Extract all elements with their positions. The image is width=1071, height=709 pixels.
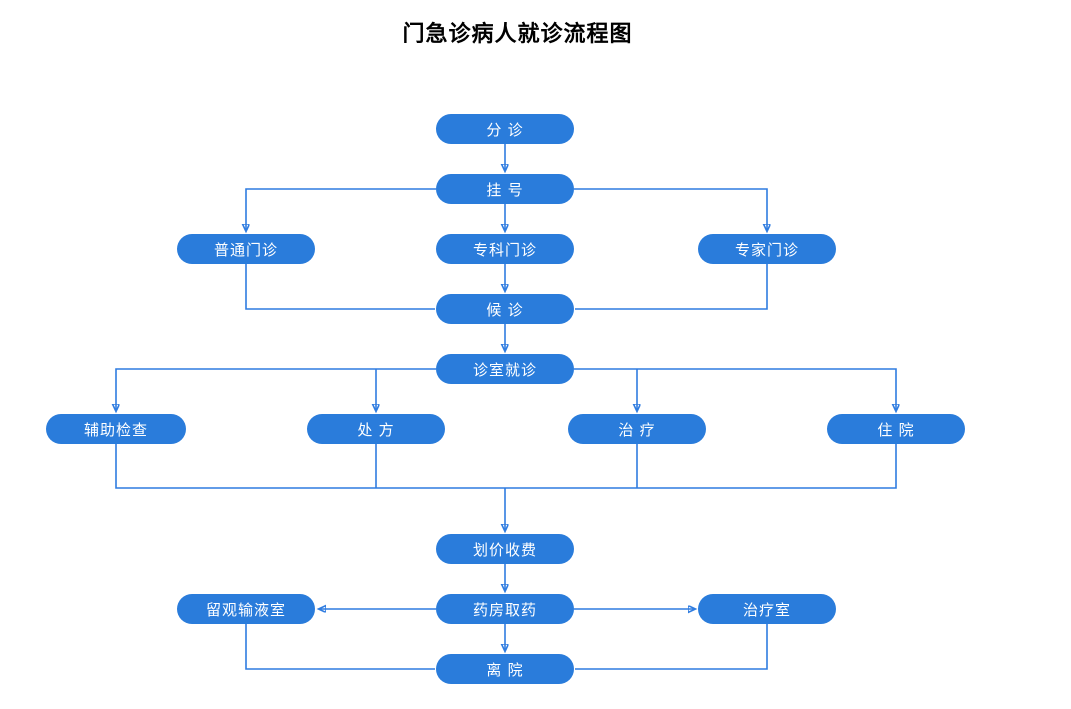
node-treatment-room: 治疗室 <box>698 594 836 624</box>
node-observation-infusion-room: 留观输液室 <box>177 594 315 624</box>
node-prescription: 处 方 <box>307 414 445 444</box>
node-discharge: 离 院 <box>436 654 574 684</box>
node-specialist-clinic: 专科门诊 <box>436 234 574 264</box>
node-registration: 挂 号 <box>436 174 574 204</box>
edge-consulting-room-hospitalization <box>574 368 896 411</box>
edge-general-clinic-waiting <box>245 264 435 310</box>
node-triage: 分 诊 <box>436 114 574 144</box>
edge-treatment-room-discharge <box>575 624 768 670</box>
edge-expert-clinic-waiting <box>575 264 768 310</box>
node-pharmacy: 药房取药 <box>436 594 574 624</box>
node-treatment: 治 疗 <box>568 414 706 444</box>
edge-converge-rail <box>115 444 897 489</box>
node-auxiliary-exam: 辅助检查 <box>46 414 186 444</box>
node-hospitalization: 住 院 <box>827 414 965 444</box>
node-expert-clinic: 专家门诊 <box>698 234 836 264</box>
edge-observation-infusion-room-discharge <box>245 624 435 670</box>
node-consulting-room: 诊室就诊 <box>436 354 574 384</box>
edge-registration-expert-clinic <box>574 188 767 231</box>
node-general-clinic: 普通门诊 <box>177 234 315 264</box>
page-title: 门急诊病人就诊流程图 <box>402 21 633 46</box>
node-waiting: 候 诊 <box>436 294 574 324</box>
edge-registration-general-clinic <box>246 188 436 231</box>
node-pricing-payment: 划价收费 <box>436 534 574 564</box>
edge-consulting-room-auxiliary-exam <box>116 368 436 411</box>
